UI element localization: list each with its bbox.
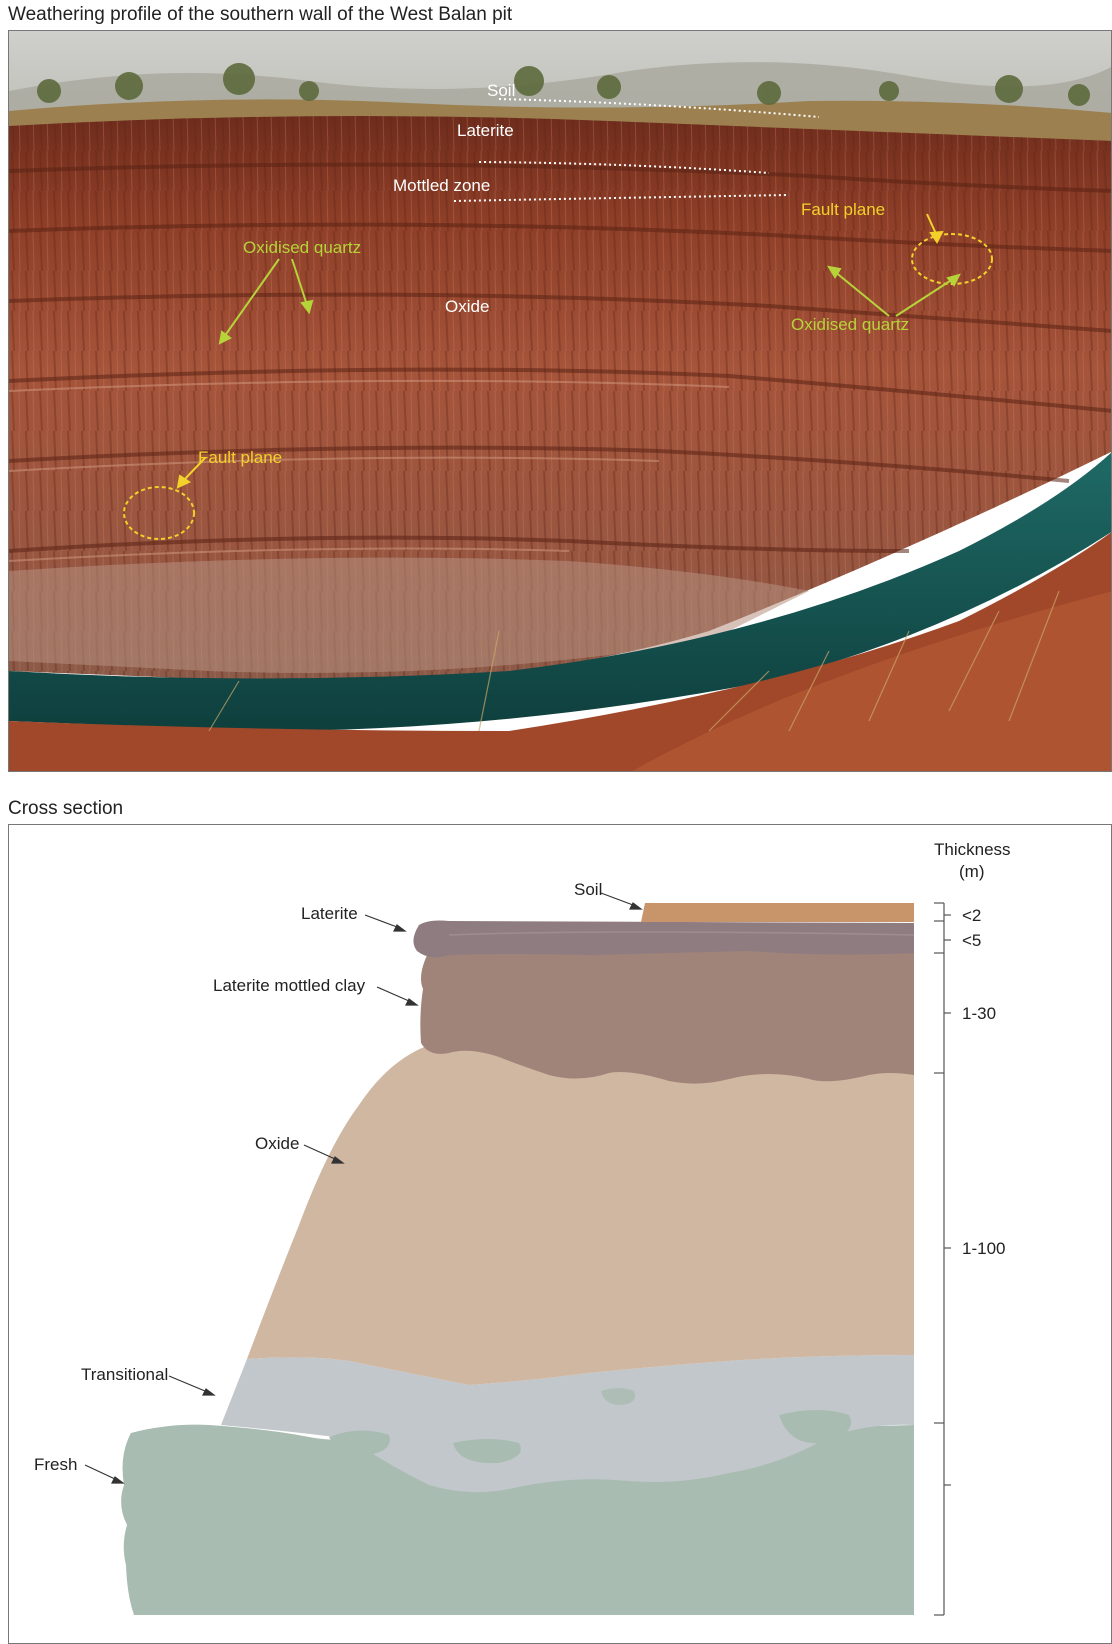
- pit-wall-photo: Soil Laterite Mottled zone Oxide Oxidise…: [8, 30, 1112, 772]
- thickness-header: Thickness: [934, 840, 1011, 859]
- oxidised-quartz-arrows: [218, 258, 961, 345]
- label-section-fresh: Fresh: [34, 1455, 77, 1474]
- label-section-soil: Soil: [574, 880, 602, 899]
- layer-oxide: [247, 1041, 914, 1385]
- layer-soil: [641, 903, 914, 922]
- label-section-laterite: Laterite: [301, 904, 358, 923]
- layer-leaders: [84, 892, 643, 1484]
- label-soil: Soil: [487, 81, 515, 100]
- fresh-blobs: [329, 1388, 851, 1464]
- thickness-oxide: 1-100: [962, 1239, 1005, 1258]
- label-laterite: Laterite: [457, 121, 514, 140]
- label-section-transitional: Transitional: [81, 1365, 168, 1384]
- thickness-soil: <2: [962, 906, 981, 925]
- thickness-unit: (m): [959, 862, 984, 881]
- layer-laterite-mottled-clay: [420, 951, 914, 1084]
- photo-title: Weathering profile of the southern wall …: [8, 4, 513, 25]
- thickness-laterite: <5: [962, 931, 981, 950]
- layer-transitional: [221, 1355, 914, 1493]
- section-title: Cross section: [8, 798, 124, 819]
- label-section-oxide: Oxide: [255, 1134, 299, 1153]
- label-oxidised-quartz-right: Oxidised quartz: [791, 315, 909, 334]
- label-mottled-zone: Mottled zone: [393, 176, 490, 195]
- label-fault-plane-left: Fault plane: [198, 448, 282, 467]
- label-section-mottled-clay: Laterite mottled clay: [213, 976, 366, 995]
- cross-section-panel: Soil Laterite Laterite mottled clay Oxid…: [8, 824, 1112, 1644]
- thickness-mottled-clay: 1-30: [962, 1004, 996, 1023]
- fault-plane-arrows: [176, 213, 944, 489]
- label-oxidised-quartz-left: Oxidised quartz: [243, 238, 361, 257]
- pit-wall-illustration: Soil Laterite Mottled zone Oxide Oxidise…: [9, 31, 1111, 771]
- zone-boundaries: [453, 98, 820, 202]
- layer-laterite: [413, 920, 914, 958]
- label-oxide: Oxide: [445, 297, 489, 316]
- cross-section-diagram: Soil Laterite Laterite mottled clay Oxid…: [34, 840, 1011, 1616]
- thickness-scale: [934, 902, 951, 1616]
- label-fault-plane-right: Fault plane: [801, 200, 885, 219]
- fault-plane-left-outline: [123, 486, 195, 540]
